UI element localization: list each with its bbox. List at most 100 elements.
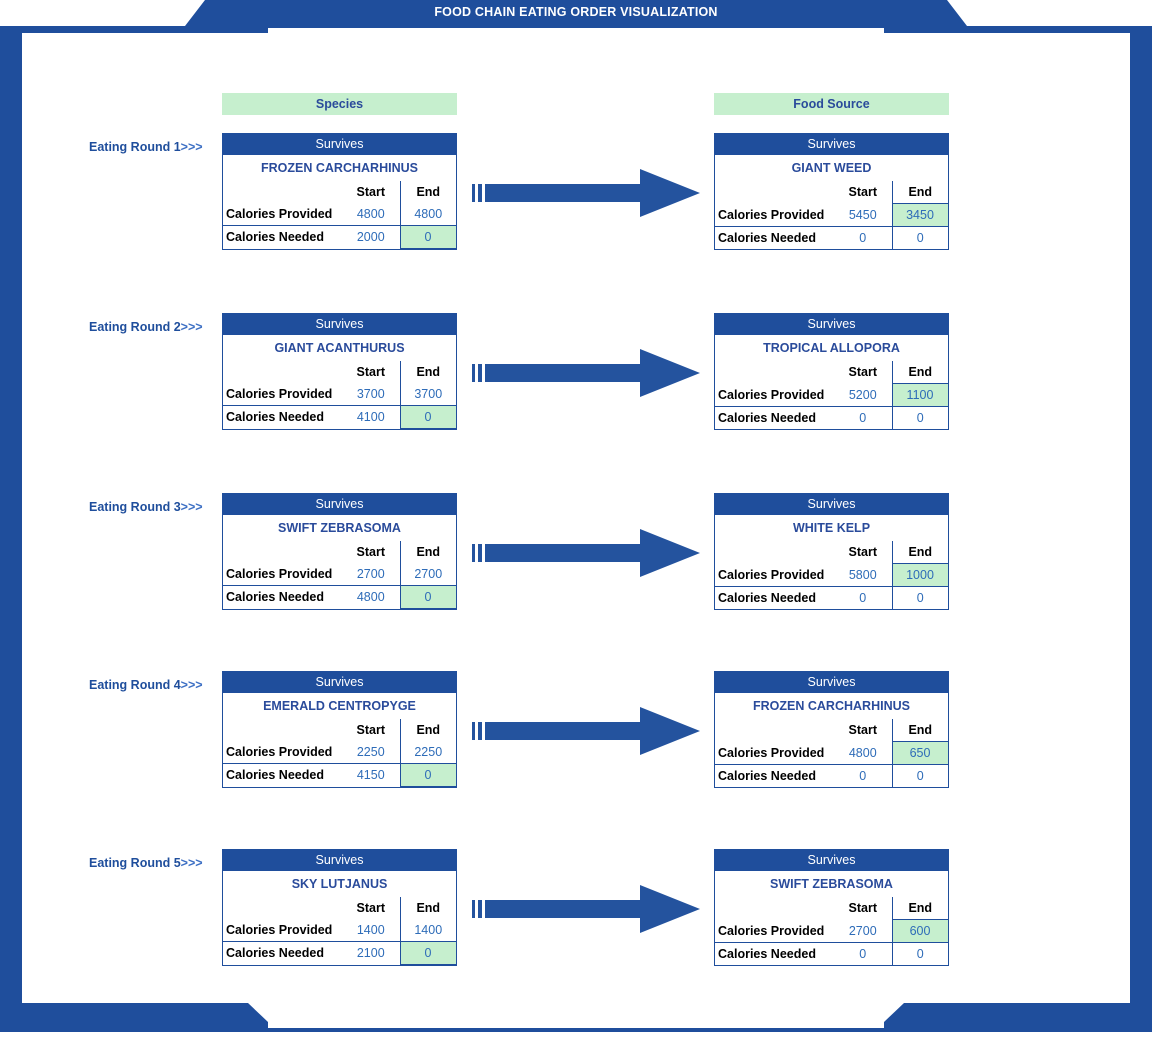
value-needed-start: 4100 xyxy=(342,405,400,428)
header-end: End xyxy=(891,541,948,564)
value-needed-end: 0 xyxy=(891,225,948,249)
header-end: End xyxy=(399,719,456,741)
value-provided-start: 4800 xyxy=(848,745,877,760)
corner-bracket-bottom-left xyxy=(0,1003,268,1032)
value-provided-end: 3450 xyxy=(891,203,949,227)
value-needed-end: 0 xyxy=(891,585,948,609)
header-end: End xyxy=(891,719,948,742)
header-blank-cell xyxy=(715,897,834,920)
value-provided-start: 2250 xyxy=(356,745,385,759)
card-status: Survives xyxy=(715,850,948,871)
header-blank-cell xyxy=(223,719,342,741)
round-label-4: Eating Round 4>>> xyxy=(89,678,203,692)
chevron-icon: >>> xyxy=(180,320,203,334)
card-status: Survives xyxy=(223,134,456,155)
value-needed-end: 0 xyxy=(891,405,948,429)
card-organism-name: SWIFT ZEBRASOMA xyxy=(278,521,401,535)
table-row-calories-provided: Calories Provided 5450 3450 xyxy=(715,203,949,227)
round-label-3: Eating Round 3>>> xyxy=(89,500,203,514)
header-blank-cell xyxy=(223,181,342,203)
header-start: Start xyxy=(848,723,877,738)
round-label-1: Eating Round 1>>> xyxy=(89,140,203,154)
row-label-calories-needed: Calories Needed xyxy=(223,585,342,608)
row-label-calories-needed: Calories Needed xyxy=(223,763,342,786)
row-label-calories-provided: Calories Provided xyxy=(718,207,825,222)
row-label-calories-needed: Calories Needed xyxy=(715,585,834,609)
card-status: Survives xyxy=(715,134,948,155)
header-start: Start xyxy=(356,901,385,915)
header-blank-cell xyxy=(223,361,342,383)
value-provided-start: 1400 xyxy=(356,923,385,937)
eats-arrow-round-1 xyxy=(472,163,700,223)
table-header-row: Start End xyxy=(715,719,948,742)
round-label-2: Eating Round 2>>> xyxy=(89,320,203,334)
card-status: Survives xyxy=(223,314,456,335)
page-title: FOOD CHAIN EATING ORDER VISUALIZATION xyxy=(434,5,718,19)
row-label-calories-provided: Calories Provided xyxy=(718,923,825,938)
value-needed-end: 0 xyxy=(399,941,457,965)
value-needed-start: 0 xyxy=(834,941,892,965)
value-needed-start: 2000 xyxy=(342,225,400,248)
value-provided-end: 1400 xyxy=(399,919,456,942)
title-banner-shape xyxy=(0,0,1152,28)
card-organism-name: GIANT ACANTHURUS xyxy=(274,341,405,355)
value-needed-end: 0 xyxy=(399,585,457,609)
title-banner: FOOD CHAIN EATING ORDER VISUALIZATION xyxy=(0,0,1152,28)
row-label-calories-needed: Calories Needed xyxy=(223,405,342,428)
card-organism-name: SWIFT ZEBRASOMA xyxy=(770,877,893,891)
chevron-icon: >>> xyxy=(180,500,203,514)
header-end: End xyxy=(399,181,456,203)
header-end: End xyxy=(891,897,948,920)
value-provided-end: 4800 xyxy=(399,203,456,226)
eats-arrow-round-2 xyxy=(472,343,700,403)
value-needed-start: 0 xyxy=(834,225,892,249)
header-blank-cell xyxy=(223,541,342,563)
value-provided-start: 5450 xyxy=(848,207,877,222)
value-provided-end: 600 xyxy=(891,919,949,943)
round-label-text: Eating Round 4 xyxy=(89,678,181,692)
row-label-calories-provided: Calories Provided xyxy=(226,207,333,221)
value-provided-end: 1100 xyxy=(891,383,949,407)
value-provided-start: 2700 xyxy=(848,923,877,938)
row-label-calories-provided: Calories Provided xyxy=(718,567,825,582)
card-organism-name: EMERALD CENTROPYGE xyxy=(263,699,416,713)
corner-bracket-bottom-right xyxy=(884,1003,1152,1032)
chevron-icon: >>> xyxy=(180,140,203,154)
round-label-text: Eating Round 5 xyxy=(89,856,181,870)
chevron-icon: >>> xyxy=(180,678,203,692)
header-blank-cell xyxy=(715,361,834,384)
header-blank-cell xyxy=(223,897,342,919)
card-organism-name: SKY LUTJANUS xyxy=(291,877,388,891)
header-end: End xyxy=(399,897,456,919)
value-needed-start: 4150 xyxy=(342,763,400,786)
value-needed-start: 2100 xyxy=(342,941,400,964)
value-needed-start: 0 xyxy=(834,405,892,429)
row-label-calories-needed: Calories Needed xyxy=(715,225,834,249)
row-label-calories-provided: Calories Provided xyxy=(226,567,333,581)
